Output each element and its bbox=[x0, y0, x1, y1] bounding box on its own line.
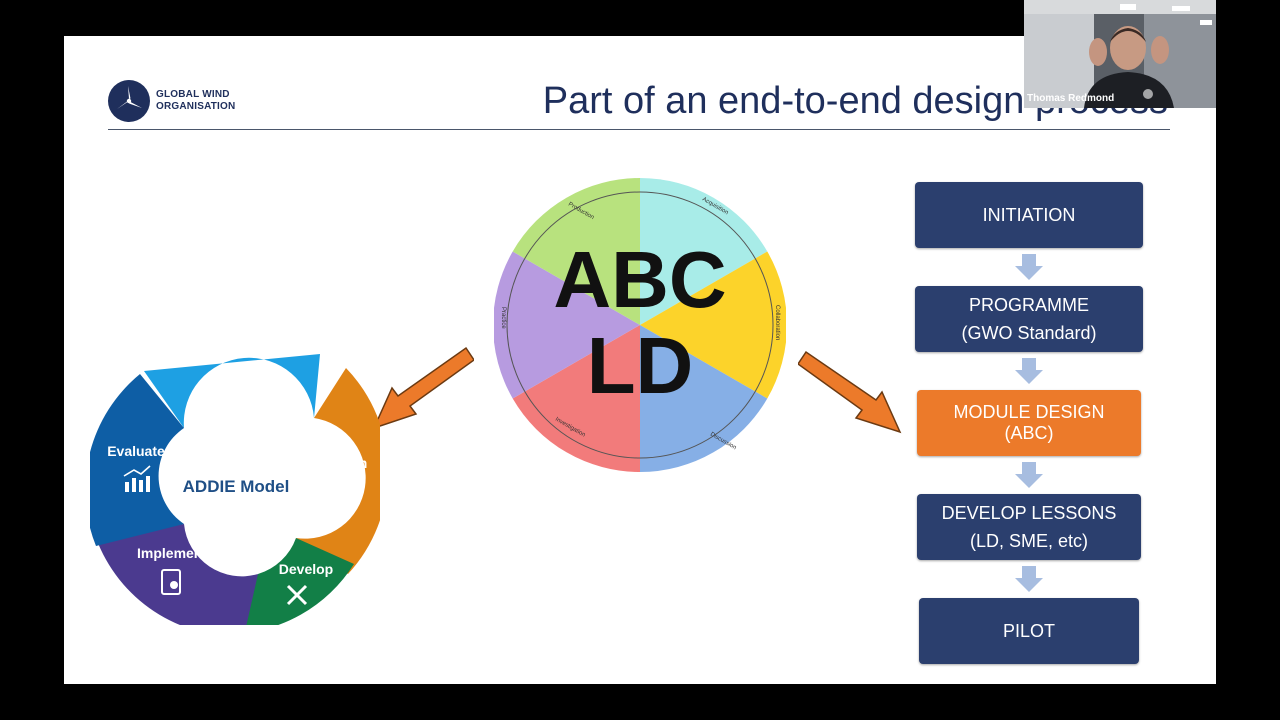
tools-icon bbox=[286, 584, 308, 606]
logo-line-2: ORGANISATION bbox=[156, 101, 236, 112]
flow-step-pilot: PILOT bbox=[919, 598, 1139, 664]
segment-label-practice: Practice bbox=[500, 307, 506, 329]
flow-step-module-design-line1: MODULE DESIGN bbox=[953, 402, 1105, 422]
flow-step-programme: PROGRAMME (GWO Standard) bbox=[915, 286, 1143, 352]
addie-model-cycle: ADDIE Model Analyze Design Develop Imple… bbox=[90, 354, 380, 625]
flow-step-module-design-line2: (ABC) bbox=[1004, 423, 1054, 443]
logo-line-1: GLOBAL WIND bbox=[156, 89, 230, 100]
ld-heading: LD bbox=[587, 321, 694, 410]
flow-step-develop-lessons: DEVELOP LESSONS (LD, SME, etc) bbox=[917, 494, 1141, 560]
gwo-logo: GLOBAL WIND ORGANISATION bbox=[108, 80, 235, 122]
clapperboard-icon bbox=[330, 481, 356, 501]
touch-device-icon bbox=[161, 569, 181, 595]
addie-center-label: ADDIE Model bbox=[183, 477, 290, 496]
participant-name-label: Thomas Redmond bbox=[1027, 93, 1115, 104]
magnifier-icon bbox=[225, 400, 248, 423]
flow-step-initiation-line1: INITIATION bbox=[982, 205, 1076, 225]
flow-step-develop-lessons-line1: DEVELOP LESSONS bbox=[941, 503, 1117, 523]
flow-down-arrow-icon bbox=[1015, 254, 1043, 280]
title-divider bbox=[108, 129, 1170, 130]
addie-analyze-label: Analyze bbox=[212, 373, 265, 389]
flow-step-programme-line2: (GWO Standard) bbox=[961, 323, 1097, 343]
addie-evaluate-label: Evaluate bbox=[107, 443, 165, 459]
flow-step-module-design: MODULE DESIGN (ABC) bbox=[917, 390, 1141, 456]
bar-chart-icon bbox=[123, 465, 151, 492]
addie-design-label: Design bbox=[321, 455, 368, 471]
participant-video-feed bbox=[1024, 0, 1216, 108]
flow-down-arrow-icon bbox=[1015, 462, 1043, 488]
addie-develop-label: Develop bbox=[279, 561, 333, 577]
participant-video-tile[interactable]: Thomas Redmond bbox=[1024, 0, 1216, 108]
abc-heading: ABC bbox=[553, 235, 726, 324]
flow-down-arrow-icon bbox=[1015, 358, 1043, 384]
addie-implement-label: Implement bbox=[137, 545, 207, 561]
left-orange-arrow bbox=[372, 346, 474, 430]
presentation-slide: GLOBAL WIND ORGANISATION Part of an end-… bbox=[64, 36, 1216, 684]
wind-turbine-icon bbox=[108, 80, 150, 122]
flow-step-develop-lessons-line2: (LD, SME, etc) bbox=[969, 531, 1089, 551]
segment-label-collaboration: Collaboration bbox=[774, 305, 780, 340]
right-orange-arrow bbox=[798, 350, 902, 434]
flow-step-pilot-line1: PILOT bbox=[1002, 621, 1055, 641]
flow-step-initiation: INITIATION bbox=[915, 182, 1143, 248]
flow-down-arrow-icon bbox=[1015, 566, 1043, 592]
abc-ld-wheel: Production Acquisition Collaboration Dis… bbox=[494, 178, 786, 472]
flow-step-programme-line1: PROGRAMME bbox=[968, 295, 1089, 315]
